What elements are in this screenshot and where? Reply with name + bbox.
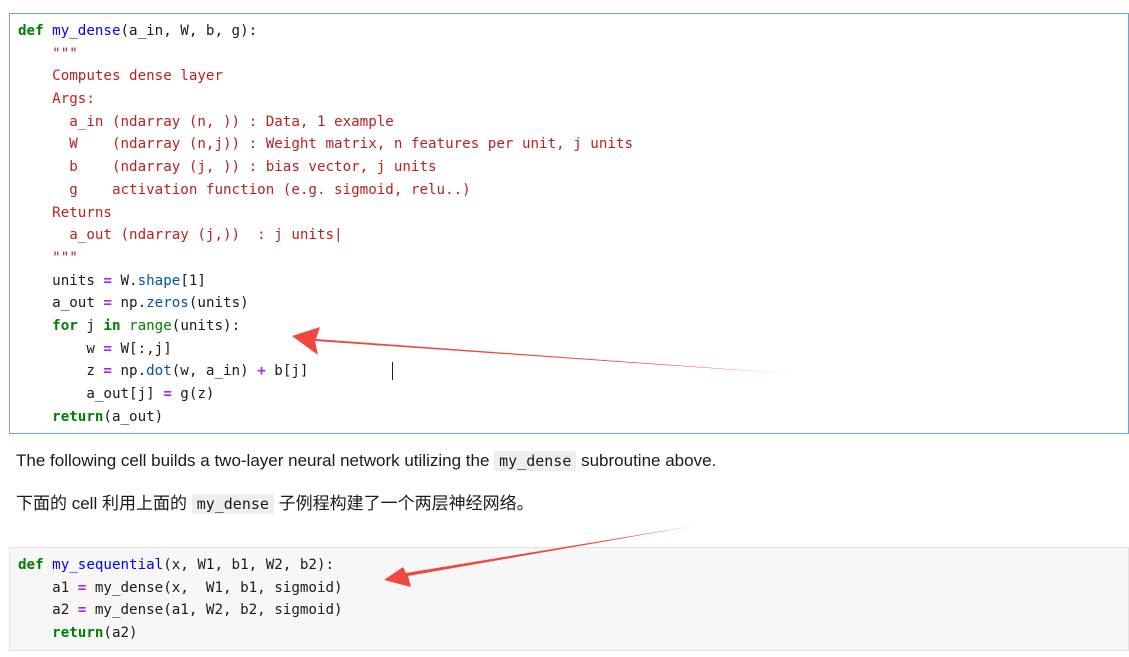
markdown-paragraph-english: The following cell builds a two-layer ne… <box>16 451 716 471</box>
docstring-text: Computes dense layer <box>18 68 223 85</box>
code-text: z <box>18 363 104 380</box>
code-line[interactable]: for j in range(units): <box>10 315 1128 338</box>
operator: = <box>103 272 112 289</box>
code-line[interactable]: a_out[j] = g(z) <box>10 383 1128 406</box>
code-line[interactable]: a1 = my_dense(x, W1, b1, sigmoid) <box>10 577 1128 600</box>
function-name: my_dense <box>52 23 121 39</box>
docstring-text: a_out (ndarray (j,)) : j units| <box>18 227 343 244</box>
inline-code: my_dense <box>494 451 577 471</box>
builtin: range <box>129 317 172 334</box>
code-text: (a_out) <box>103 408 164 425</box>
operator: = <box>77 579 87 596</box>
keyword: def <box>18 557 44 573</box>
code-line[interactable]: Returns <box>10 202 1128 225</box>
code-cell-my-sequential[interactable]: def my_sequential(x, W1, b1, W2, b2): a1… <box>9 547 1129 651</box>
markdown-paragraph-chinese: 下面的 cell 利用上面的 my_dense 子例程构建了一个两层神经网络。 <box>16 489 534 514</box>
inline-code: my_dense <box>191 494 274 514</box>
code-text: w <box>18 340 104 357</box>
code-line[interactable]: def my_sequential(x, W1, b1, W2, b2): <box>10 554 1128 577</box>
code-line[interactable]: a_in (ndarray (n, )) : Data, 1 example <box>10 111 1128 134</box>
function-name: my_sequential <box>52 557 164 573</box>
code-line[interactable]: Args: <box>10 88 1128 111</box>
code-text: a_out[j] <box>18 386 164 402</box>
attribute: dot <box>146 363 172 380</box>
code-line[interactable]: g activation function (e.g. sigmoid, rel… <box>10 179 1128 202</box>
code-line[interactable]: a_out (ndarray (j,)) : j units| <box>10 224 1128 247</box>
code-text: [1] <box>180 272 206 289</box>
code-text: (a2) <box>103 625 138 642</box>
docstring-text: """ <box>18 249 78 266</box>
paragraph-text: The following cell builds a two-layer ne… <box>16 451 495 470</box>
docstring-text: W (ndarray (n,j)) : Weight matrix, n fea… <box>18 136 633 153</box>
keyword: def <box>18 23 44 39</box>
paragraph-text: 子例程构建了一个两层神经网络。 <box>273 494 534 513</box>
code-text: a1 <box>18 579 78 596</box>
code-line[interactable]: """ <box>10 43 1128 66</box>
code-line[interactable]: return(a_out) <box>10 406 1128 429</box>
operator: = <box>103 363 112 380</box>
code-line[interactable]: z = np.dot(w, a_in) + b[j] <box>10 360 1128 383</box>
keyword: for <box>52 317 78 334</box>
code-text: g(z) <box>171 386 215 402</box>
code-text: my_dense(a1, W2, b2, sigmoid) <box>86 602 343 619</box>
docstring-text: Args: <box>18 91 95 108</box>
keyword: return <box>52 408 104 425</box>
keyword: return <box>52 625 104 642</box>
code-text: a_out <box>18 295 104 312</box>
code-line[interactable]: w = W[:,j] <box>10 338 1128 361</box>
code-text: (a_in, W, b, g): <box>120 23 258 39</box>
code-text <box>121 318 130 334</box>
code-text: np. <box>111 295 147 312</box>
code-text: (w, a_in) <box>171 363 258 380</box>
code-text: j <box>77 317 104 334</box>
code-text: (x, W1, b1, W2, b2): <box>163 557 335 573</box>
code-text: (units) <box>188 295 249 312</box>
code-line[interactable]: def my_dense(a_in, W, b, g): <box>10 20 1128 43</box>
code-text: b[j] <box>265 363 309 380</box>
text-cursor <box>392 362 393 380</box>
operator: = <box>103 340 112 357</box>
code-line[interactable]: a_out = np.zeros(units) <box>10 292 1128 315</box>
code-line[interactable]: W (ndarray (n,j)) : Weight matrix, n fea… <box>10 133 1128 156</box>
code-line[interactable]: a2 = my_dense(a1, W2, b2, sigmoid) <box>10 599 1128 622</box>
code-text: (units): <box>171 317 241 334</box>
code-line[interactable]: """ <box>10 247 1128 270</box>
code-cell-my-dense[interactable]: def my_dense(a_in, W, b, g): """ Compute… <box>9 13 1129 434</box>
attribute: shape <box>137 272 181 289</box>
paragraph-text: 下面的 cell 利用上面的 <box>16 494 192 513</box>
docstring-text: b (ndarray (j, )) : bias vector, j units <box>18 159 437 176</box>
code-text: W[:,j] <box>111 340 172 357</box>
paragraph-text: subroutine above. <box>576 451 717 470</box>
operator: = <box>77 602 87 619</box>
code-text: W. <box>111 272 138 289</box>
docstring-text: a_in (ndarray (n, )) : Data, 1 example <box>18 113 394 130</box>
code-line[interactable]: b (ndarray (j, )) : bias vector, j units <box>10 156 1128 179</box>
code-text: a2 <box>18 602 78 619</box>
code-text: my_dense(x, W1, b1, sigmoid) <box>86 579 343 596</box>
code-line[interactable]: units = W.shape[1] <box>10 270 1128 293</box>
docstring-text: Returns <box>18 204 112 221</box>
code-line[interactable]: Computes dense layer <box>10 65 1128 88</box>
code-line[interactable]: return(a2) <box>10 622 1128 645</box>
docstring-text: g activation function (e.g. sigmoid, rel… <box>18 181 471 198</box>
operator: = <box>163 386 172 402</box>
operator: + <box>257 363 266 380</box>
code-text: units <box>18 272 104 289</box>
keyword: in <box>103 317 121 334</box>
attribute: zeros <box>146 295 189 312</box>
code-text: np. <box>111 363 147 380</box>
operator: = <box>103 295 112 312</box>
docstring-text: """ <box>18 45 78 62</box>
